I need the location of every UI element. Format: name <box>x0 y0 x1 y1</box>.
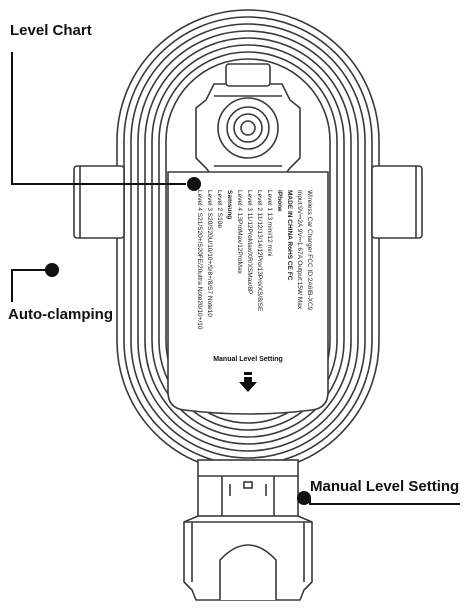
manual-level-plate-label: Manual Level Setting <box>213 356 283 363</box>
auto-clamping-marker <box>45 263 59 277</box>
level-chart-callout: Level Chart <box>10 22 92 39</box>
rim-6 <box>158 51 338 431</box>
label-line-10: Level 3 S20/S20U/10/10+/9/8+/8/S7 Note10 <box>206 190 213 317</box>
auto-clamping-callout: Auto-clamping <box>8 306 113 323</box>
manual-level-marker <box>297 491 311 505</box>
label-text-block: Wireless Car Charger FCC ID:2A6IB-XC9 In… <box>190 190 314 400</box>
ball-mount <box>195 63 301 191</box>
slider-assembly <box>183 459 313 601</box>
label-line-3: iPhone <box>276 190 283 212</box>
auto-clamping-leader <box>11 269 46 302</box>
label-line-6: Level 3 11/12ProMax/XR/XSMax/8P <box>246 190 253 295</box>
label-line-0: Wireless Car Charger FCC ID:2A6IB-XC9 <box>306 190 313 311</box>
label-line-9: Level 2 S10e <box>216 190 223 228</box>
rim-3 <box>137 30 359 452</box>
manual-level-setting-callout: Manual Level Setting <box>310 478 460 495</box>
right-clamp-arm <box>371 165 423 239</box>
rim-5 <box>151 44 345 438</box>
rim-2 <box>130 23 366 459</box>
label-line-11: Level 4 S21/S20+/S20FE/20ultra Note20/10… <box>196 190 203 330</box>
leader-lines <box>11 52 460 505</box>
label-line-1: Input:9V⎓2A 9V⎓1.67A Output:15W Max <box>296 190 303 310</box>
mount-top-tab <box>225 63 271 87</box>
label-line-4: Level 1 13 mini/12 mini <box>266 190 273 257</box>
label-line-8: Samsung <box>226 190 233 220</box>
manual-level-leader <box>309 498 460 505</box>
level-chart-marker <box>187 177 201 191</box>
down-arrow-icon <box>239 372 257 392</box>
left-clamp-arm <box>73 165 125 239</box>
label-line-5: Level 2 11/12/13/14/12Pro/13Pro/XS/8/SE <box>256 190 263 312</box>
label-plate <box>167 171 329 415</box>
label-line-2: MADE IN CHINA RoHS CE FC <box>286 190 293 281</box>
level-chart-leader <box>11 52 186 185</box>
label-line-7: Level 4 13ProMax/12ProMax <box>236 190 243 274</box>
bottom-slot <box>219 544 277 600</box>
rim-7 <box>165 58 331 424</box>
rim-4 <box>144 37 352 445</box>
